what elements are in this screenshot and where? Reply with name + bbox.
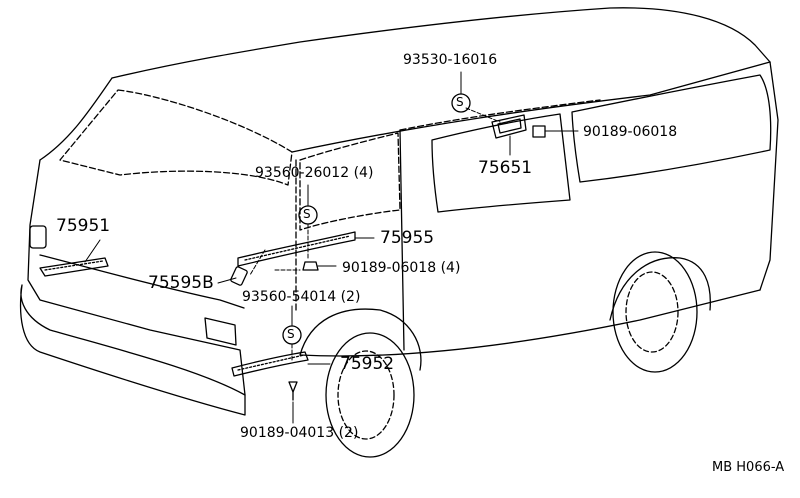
rear-wheel-arch: [609, 257, 711, 321]
van-roof-front: [39, 77, 113, 161]
part-75955-hatch: [244, 235, 351, 261]
callout-90189-06018-upper: 90189-06018: [583, 124, 678, 140]
part-75651-inner: [497, 118, 522, 134]
part-75955-strip: [237, 231, 356, 267]
sliding-door-edge: [399, 129, 405, 351]
part-90189-04013-screw: [288, 381, 298, 393]
callout-93560-26012: 93560-26012 (4): [255, 165, 374, 181]
marker-s-3-label: S: [287, 327, 295, 341]
front-grille-line: [39, 254, 245, 309]
van-front-face: [27, 159, 246, 396]
left-headlight: [29, 225, 47, 249]
diagram-code: MB H066-A: [712, 460, 785, 475]
callout-90189-04013: 90189-04013 (2): [240, 425, 359, 441]
side-window-middle: [431, 113, 571, 213]
callout-75651: 75651: [478, 158, 533, 178]
callout-75952: 75952: [340, 354, 395, 374]
callout-75951: 75951: [56, 216, 111, 236]
part-90189-06018-clip-lower: [302, 261, 319, 271]
callout-90189-06018-lower: 90189-06018 (4): [342, 260, 461, 276]
rear-wheel: [612, 251, 698, 373]
van-side-bottom: [299, 289, 761, 357]
part-75595b-clip: [230, 266, 248, 286]
van-roof-outline: [111, 7, 771, 79]
front-wheel-arch: [299, 308, 422, 371]
part-90189-06018-clip-upper: [532, 125, 546, 138]
part-75951-strip: [39, 257, 109, 277]
part-75952-hatch: [237, 354, 305, 371]
front-door-window: [299, 132, 401, 231]
rear-wheel-hub: [625, 271, 679, 353]
side-window-rear: [571, 74, 772, 183]
front-wheel-hub: [337, 350, 395, 440]
part-75951-hatch: [44, 260, 104, 271]
part-75651-handle: [491, 114, 527, 139]
callout-93560-54014: 93560-54014 (2): [242, 289, 361, 305]
marker-s-2-label: S: [303, 207, 311, 221]
right-headlight: [204, 317, 237, 346]
callout-75955: 75955: [380, 228, 435, 248]
windshield: [59, 89, 293, 186]
van-rear: [759, 61, 779, 291]
van-side-top: [291, 61, 771, 153]
van-front-bumper: [19, 284, 246, 416]
front-wheel: [325, 332, 415, 458]
leader-lines: [84, 71, 579, 424]
callout-93530-16016: 93530-16016: [403, 52, 498, 68]
callout-75595b: 75595B: [148, 273, 214, 293]
part-75952-strip: [231, 351, 309, 377]
slide-door-rail: [399, 99, 601, 131]
marker-s-1-label: S: [456, 95, 464, 109]
